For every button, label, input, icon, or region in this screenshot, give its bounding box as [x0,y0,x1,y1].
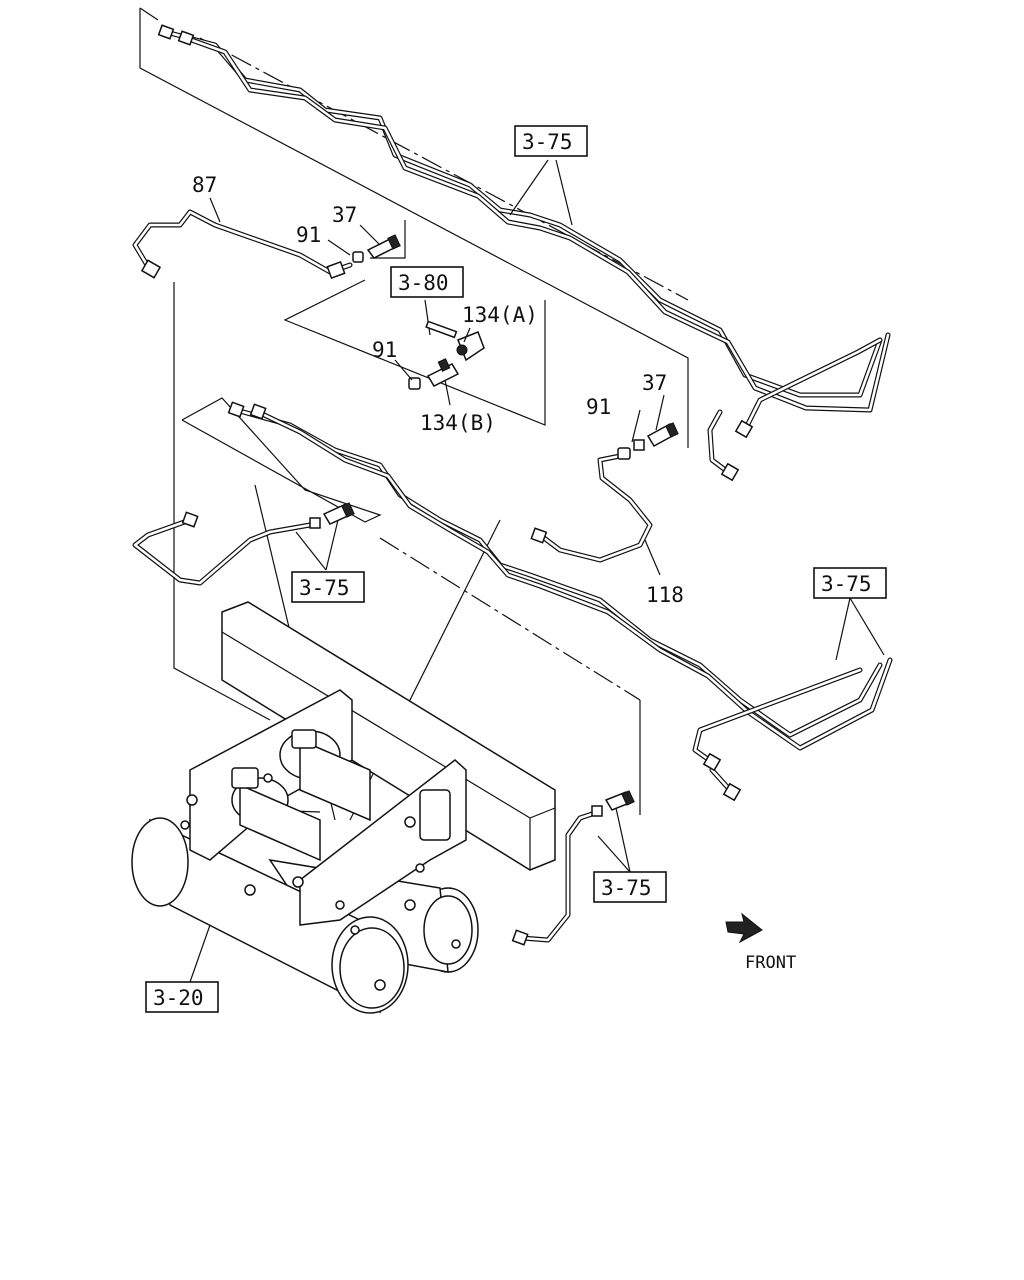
pipe-118 [530,422,679,563]
ref-box-380: 3-80 [390,266,464,298]
part-labels: 87 37 91 91 134(A) 134(B) 37 91 118 [192,173,684,607]
label-37-right: 37 [642,371,667,395]
leader-lines [189,159,885,983]
air-tank-assembly [131,689,479,1014]
valve-cluster [408,299,485,406]
fitting-37-top [352,234,401,263]
label-91-right: 91 [586,395,611,419]
top-pipe-bundle [157,24,891,482]
label-134a: 134(A) [462,303,538,327]
lower-right-pipe [511,790,635,946]
front-label: FRONT [745,953,796,973]
arrow-right-icon [725,912,763,944]
label-87: 87 [192,173,217,197]
ref-right-text: 3-75 [821,572,872,596]
label-37-top: 37 [332,203,357,227]
label-134b: 134(B) [420,411,496,435]
pipe-87 [132,209,353,279]
ref-box-320: 3-20 [145,981,219,1013]
ref-left-text: 3-75 [299,576,350,600]
ref-bottom-text: 3-75 [601,876,652,900]
reference-boxes: 3-75 3-80 3-75 3-75 3-75 3-20 [145,125,887,1013]
ref-box-bottom: 3-75 [593,871,667,903]
ref-top-text: 3-75 [522,130,573,154]
left-pipe [132,502,355,586]
ref-box-left: 3-75 [291,571,365,603]
frame-rail [221,601,556,871]
ref-320-text: 3-20 [153,986,204,1010]
ref-box-right: 3-75 [813,567,887,599]
front-indicator: FRONT [725,912,796,973]
label-118: 118 [646,583,684,607]
ref-box-top: 3-75 [514,125,588,157]
label-91-mid: 91 [372,338,397,362]
ref-380-text: 3-80 [398,271,449,295]
label-91-top: 91 [296,223,321,247]
middle-pipe-bundle [227,401,893,802]
